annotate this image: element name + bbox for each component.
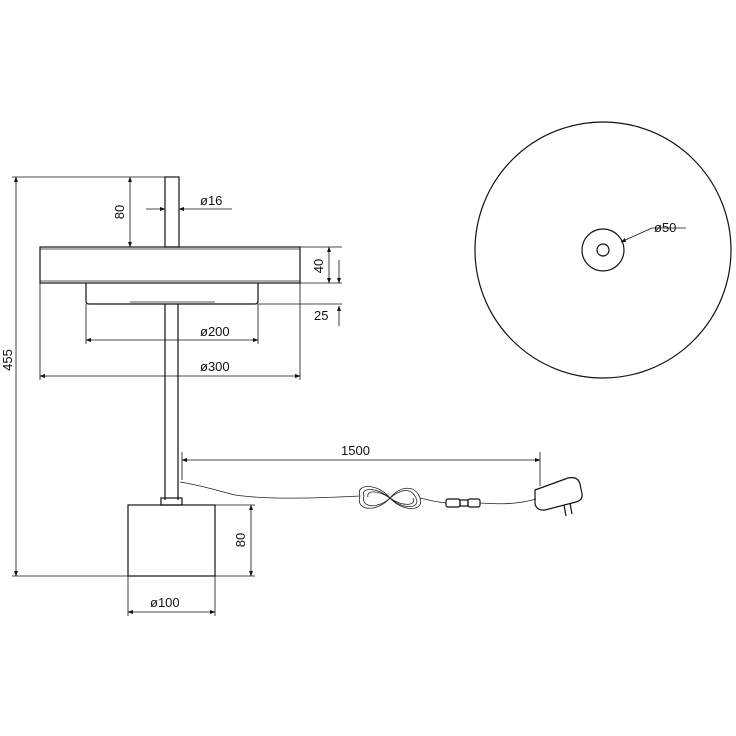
top-view: ø50: [474, 121, 732, 379]
dim-stem-top-height-label: 80: [112, 205, 127, 219]
dimension-cable-length: 1500: [181, 443, 541, 486]
dimension-shade-thickness: 40: [300, 246, 342, 284]
shade: [39, 246, 301, 284]
dim-base-height-label: 80: [233, 533, 248, 547]
dim-diffuser-diameter-label: ø200: [200, 324, 230, 339]
dimension-stem-top-height: 80: [112, 176, 132, 248]
side-view: [39, 176, 583, 577]
dimension-base-diameter: ø100: [127, 576, 216, 616]
dim-top-hole-diameter-label: ø50: [654, 220, 676, 235]
dim-stem-diameter-label: ø16: [200, 193, 222, 208]
power-adapter: [534, 477, 583, 511]
dimension-stem-diameter: ø16: [146, 193, 232, 211]
dim-shade-diameter-label: ø300: [200, 359, 230, 374]
dim-total-height-label: 455: [0, 349, 15, 371]
diffuser: [85, 283, 259, 305]
dimension-diffuser-diameter: ø200: [85, 304, 259, 344]
base: [127, 504, 216, 577]
shade-top-outline: [474, 121, 732, 379]
dim-cable-length-label: 1500: [341, 443, 370, 458]
dimension-base-height: 80: [215, 504, 255, 577]
dim-base-diameter-label: ø100: [150, 595, 180, 610]
dim-diffuser-thickness-label: 25: [314, 308, 328, 323]
power-cable: [179, 481, 361, 499]
dimension-total-height: 455: [0, 176, 172, 577]
upper-stem: [164, 176, 180, 248]
center-hole-inner: [596, 243, 610, 257]
center-hole-outer: [581, 228, 625, 272]
dim-shade-thickness-label: 40: [311, 259, 326, 273]
dimension-shade-diameter: ø300: [39, 283, 301, 380]
